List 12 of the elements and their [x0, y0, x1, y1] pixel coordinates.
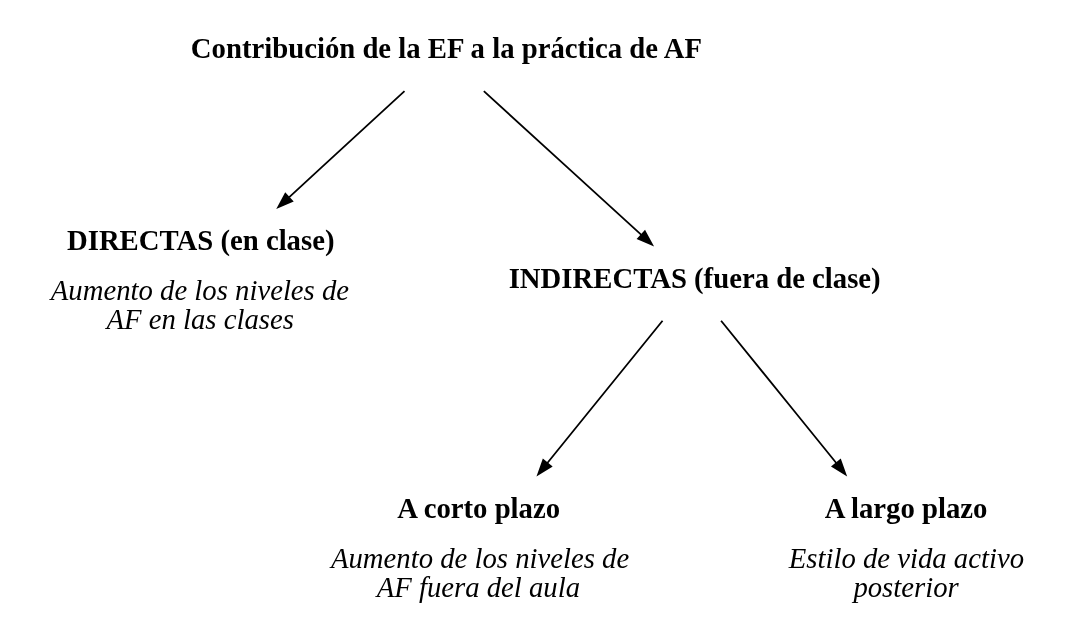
arrow [720, 319, 848, 477]
node-text: Contribución de la EF a la práctica de AF [190, 31, 702, 64]
node-text: DIRECTAS (en clase) [66, 224, 335, 257]
arrow [276, 90, 406, 210]
arrow [536, 319, 664, 477]
node-label: Estilo de vida activo posterior [788, 541, 1025, 603]
node-text: INDIRECTAS (fuera de clase) [508, 261, 881, 294]
node-text: A largo plazo [824, 491, 988, 524]
node-label: Aumento de los niveles de AF en las clases [50, 274, 350, 336]
arrow [482, 90, 655, 247]
node-label: Aumento de los niveles de AF fuera del aula [330, 541, 630, 603]
node-text: A corto plazo [397, 491, 561, 524]
